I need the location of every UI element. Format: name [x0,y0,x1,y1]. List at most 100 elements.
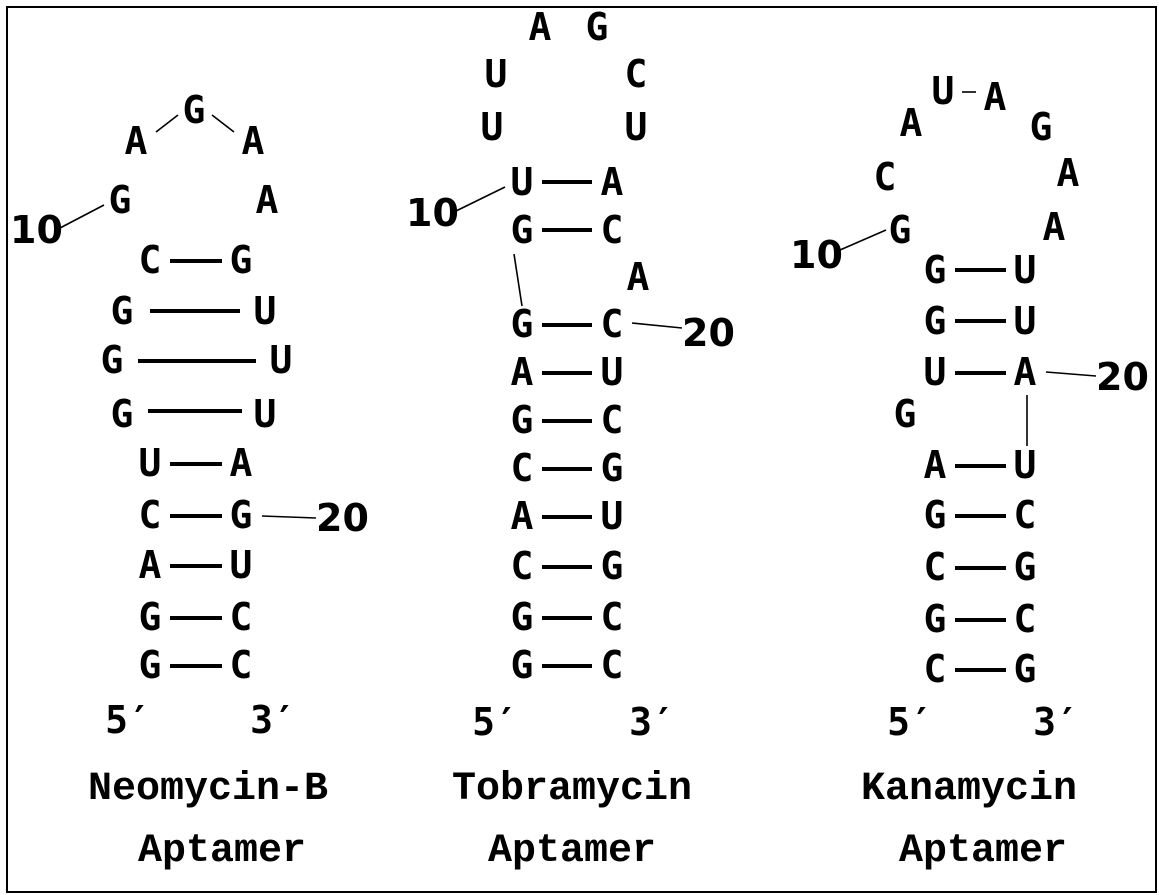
nucleotide: A [242,119,265,163]
stem-pair: G U [111,289,277,333]
nucleotide: G [1014,647,1037,691]
stem-pair: G C [511,398,624,442]
nucleotide: C [601,302,624,346]
nucleotide: C [139,238,162,282]
nucleotide: C [601,595,624,639]
position-number: 20 [316,496,369,540]
nucleotide: G [230,238,253,282]
stem-pair: G C [139,643,253,687]
caption-name: Kanamycin [861,767,1077,812]
stem-pair: U A [924,350,1037,394]
stem-pair: G C [139,595,253,639]
nucleotide: G [924,493,947,537]
three-prime-end: 3′ [629,700,675,744]
tobramycin-aptamer: A G U C U U U A G C A G C A [406,5,735,874]
stem-pair: G C [511,595,624,639]
nucleotide: C [625,52,648,96]
caption-aptamer: Aptamer [899,829,1067,874]
nucleotide: C [924,647,947,691]
nucleotide: U [601,494,624,538]
stem-pair: C G [511,446,624,490]
neomycin-aptamer: G A A G A C G G U G U G [10,88,369,874]
nucleotide: U [481,105,504,149]
nucleotide: U [270,338,293,382]
nucleotide: U [230,543,253,587]
nucleotide: C [924,545,947,589]
backbone-link [211,114,235,133]
nucleotide: G [1030,105,1053,149]
nucleotide: G [601,446,624,490]
nucleotide: A [1014,350,1037,394]
stem-pair: G C [511,643,624,687]
position-number: 10 [10,208,63,252]
nucleotide: U [932,69,955,113]
caption-aptamer: Aptamer [138,829,306,874]
three-prime-end: 3′ [250,698,296,742]
nucleotide: A [627,255,650,299]
nucleotide: A [511,350,534,394]
stem-pair: C G [139,493,253,537]
stem-pair: A U [511,350,624,394]
position-number: 10 [406,191,459,235]
nucleotide: G [894,392,917,436]
nucleotide: G [1014,545,1037,589]
nucleotide: C [139,493,162,537]
nucleotide: U [139,441,162,485]
stem-pair: C G [924,545,1037,589]
nucleotide: A [900,101,923,145]
position-number: 10 [790,233,843,277]
nucleotide: C [1014,597,1037,641]
number-leader [1045,371,1097,377]
nucleotide: C [511,446,534,490]
caption-name: Tobramycin [452,767,692,812]
nucleotide: G [511,302,534,346]
stem-pair: G U [924,299,1037,343]
stem-pair: G U [101,338,293,382]
kanamycin-aptamer: U A A G C A G A G U G U U A [790,69,1149,874]
number-leader [839,229,887,251]
nucleotide: U [625,105,648,149]
nucleotide: A [139,543,162,587]
nucleotide: A [230,441,253,485]
stem-pair: G C [924,493,1037,537]
nucleotide: A [924,443,947,487]
nucleotide: U [485,52,508,96]
nucleotide: G [924,248,947,292]
nucleotide: G [111,289,134,333]
stem-pair: A U [924,443,1037,487]
caption-name: Neomycin-B [88,767,328,812]
position-number: 20 [1096,355,1149,399]
nucleotide: A [1057,151,1080,195]
nucleotide: G [601,544,624,588]
nucleotide: U [511,160,534,204]
nucleotide: G [511,398,534,442]
nucleotide: A [984,75,1007,119]
nucleotide: C [601,643,624,687]
nucleotide: U [601,350,624,394]
five-prime-end: 5′ [887,700,933,744]
nucleotide: C [874,155,897,199]
nucleotide: U [924,350,947,394]
nucleotide: G [586,5,609,49]
stem-pair: G U [924,248,1037,292]
stem-pair: G C [924,597,1037,641]
number-leader [261,515,317,519]
position-number: 20 [682,311,735,355]
nucleotide: U [1014,443,1037,487]
number-leader [455,186,506,212]
nucleotide: U [254,289,277,333]
five-prime-end: 5′ [472,700,518,744]
backbone-link [513,253,523,307]
number-leader [59,204,105,229]
stem-pair: C G [924,647,1037,691]
nucleotide: G [889,208,912,252]
nucleotide: U [254,392,277,436]
caption-aptamer: Aptamer [488,829,656,874]
nucleotide: U [1014,299,1037,343]
nucleotide: C [511,544,534,588]
nucleotide: A [511,494,534,538]
stem-pair: A U [139,543,253,587]
stem-pair: U A [139,441,253,485]
